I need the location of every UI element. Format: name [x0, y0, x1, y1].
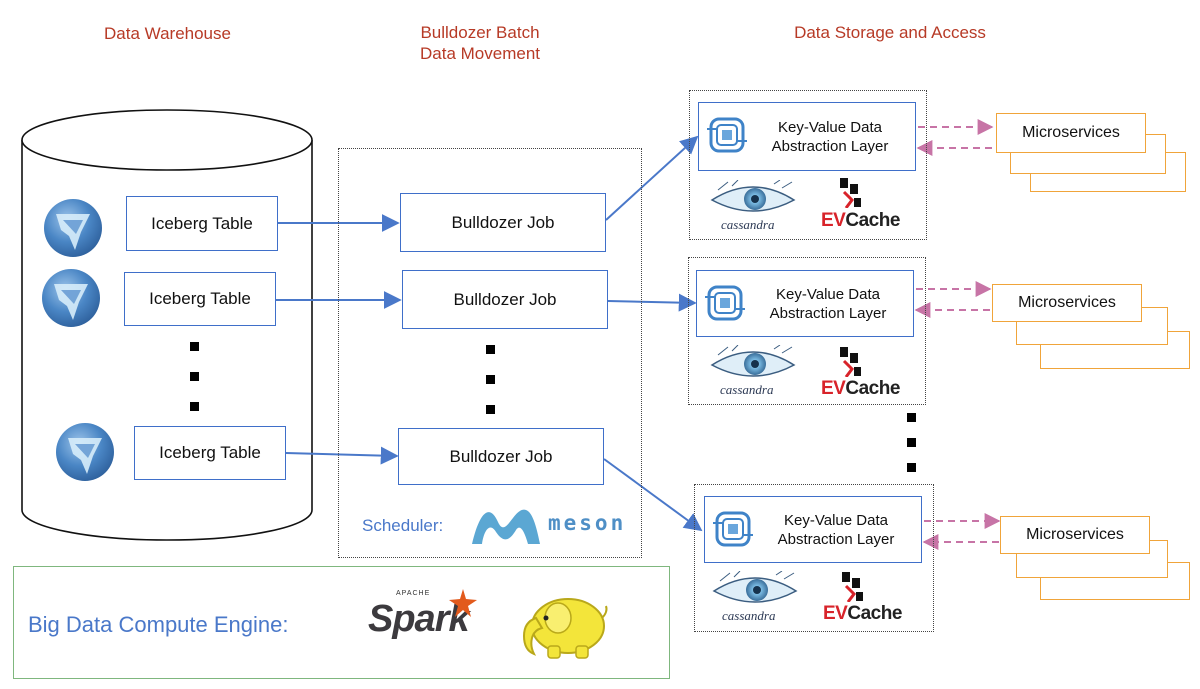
- ellipsis-dot: [190, 372, 199, 381]
- compute-engine-label: Big Data Compute Engine:: [28, 612, 289, 637]
- iceberg-icon: [56, 423, 114, 481]
- evcache-logo-text: EVCache: [821, 378, 900, 400]
- bulldozer-frame: [338, 148, 642, 558]
- spark-logo-small: APACHE: [396, 590, 431, 597]
- meson-logo-text: meson: [548, 511, 627, 535]
- spark-logo-text: Spark: [368, 598, 470, 640]
- iceberg-icon: [42, 269, 100, 327]
- ellipsis-dot: [907, 463, 916, 472]
- bulldozer-job-box: Bulldozer Job: [398, 428, 604, 485]
- kv-abstraction-icon: [707, 117, 747, 153]
- header-bulldozer-line1: Bulldozer Batch: [420, 23, 540, 42]
- ellipsis-dot: [190, 402, 199, 411]
- ellipsis-dot: [907, 413, 916, 422]
- cassandra-logo-text: cassandra: [722, 608, 776, 623]
- cassandra-eye-icon: [710, 345, 796, 377]
- cassandra-logo-text: cassandra: [721, 217, 775, 232]
- iceberg-table-box: Iceberg Table: [134, 426, 286, 480]
- spark-star-icon: [449, 589, 477, 617]
- spark-logo: APACHE Spark: [368, 588, 488, 648]
- evcache-icon: [842, 572, 863, 602]
- iceberg-table-box: Iceberg Table: [126, 196, 278, 251]
- evcache-icon: [840, 347, 861, 377]
- arrow-job-to-kv-2: [607, 293, 697, 312]
- kv-abstraction-icon: [713, 511, 753, 547]
- storage-group-frame: [688, 257, 926, 405]
- evcache-logo-ev: EV: [821, 378, 846, 399]
- ellipsis-dot: [486, 375, 495, 384]
- kv-layer-label: Key-Value Data Abstraction Layer: [749, 103, 911, 170]
- kv-layer-label: Key-Value Data Abstraction Layer: [747, 271, 909, 336]
- evcache-logo-ev: EV: [823, 603, 848, 624]
- kv-layer-line1: Key-Value Data: [784, 511, 888, 529]
- arrow-job-to-kv-3: [603, 458, 703, 532]
- microservices-box: Microservices: [996, 113, 1146, 153]
- compute-engine-frame: [13, 566, 670, 679]
- kv-layer-box: Key-Value Data Abstraction Layer: [704, 496, 922, 563]
- microservices-box: Microservices: [992, 284, 1142, 322]
- kv-layer-line2: Abstraction Layer: [769, 304, 887, 322]
- kv-abstraction-icon: [705, 285, 745, 321]
- hadoop-elephant-icon: [522, 598, 608, 659]
- storage-group-frame: [694, 484, 934, 632]
- arrow-table-to-job-3: [285, 446, 399, 465]
- arrow-job-to-kv-1: [605, 135, 699, 221]
- microservices-box: Microservices: [1000, 516, 1150, 554]
- evcache-logo-text: EVCache: [821, 210, 900, 232]
- header-data-warehouse: Data Warehouse: [104, 24, 231, 43]
- kv-layer-line2: Abstraction Layer: [771, 137, 889, 155]
- kv-layer-line1: Key-Value Data: [778, 118, 882, 136]
- header-data-storage: Data Storage and Access: [794, 23, 986, 42]
- bulldozer-job-box: Bulldozer Job: [402, 270, 608, 329]
- ellipsis-dot: [190, 342, 199, 351]
- ellipsis-dot: [907, 438, 916, 447]
- header-bulldozer: Bulldozer Batch Data Movement: [380, 22, 580, 64]
- cassandra-eye-icon: [712, 571, 798, 603]
- header-bulldozer-line2: Data Movement: [420, 44, 540, 63]
- kv-layer-box: Key-Value Data Abstraction Layer: [696, 270, 914, 337]
- ellipsis-dot: [486, 345, 495, 354]
- evcache-logo-ev: EV: [821, 210, 846, 231]
- kv-layer-label: Key-Value Data Abstraction Layer: [755, 497, 917, 562]
- ellipsis-dot: [486, 405, 495, 414]
- evcache-logo-text: EVCache: [823, 603, 902, 625]
- evcache-logo-cache: Cache: [845, 210, 900, 231]
- evcache-icon: [840, 178, 861, 208]
- iceberg-icon: [44, 199, 102, 257]
- scheduler-label: Scheduler:: [362, 516, 444, 535]
- kv-layer-line1: Key-Value Data: [776, 285, 880, 303]
- kv-layer-line2: Abstraction Layer: [777, 530, 895, 548]
- evcache-logo-cache: Cache: [845, 378, 900, 399]
- meson-logo-icon: [472, 509, 540, 544]
- iceberg-table-box: Iceberg Table: [124, 272, 276, 326]
- kv-layer-box: Key-Value Data Abstraction Layer: [698, 102, 916, 171]
- bulldozer-job-box: Bulldozer Job: [400, 193, 606, 252]
- cassandra-eye-icon: [710, 180, 796, 212]
- storage-group-frame: [689, 90, 927, 240]
- cassandra-logo-text: cassandra: [720, 382, 774, 397]
- evcache-logo-cache: Cache: [847, 603, 902, 624]
